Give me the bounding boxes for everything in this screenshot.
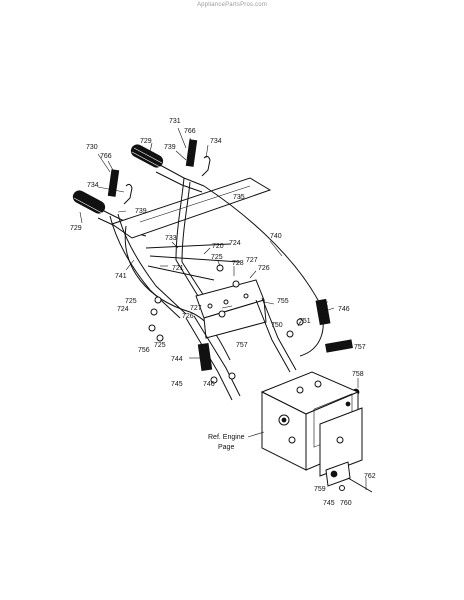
fasteners xyxy=(148,264,360,396)
part-label-724: 724 xyxy=(229,240,241,247)
part-label-745: 745 xyxy=(323,500,335,507)
part-label-725: 725 xyxy=(154,342,166,349)
part-label-762: 762 xyxy=(364,473,376,480)
hook-upper xyxy=(201,155,211,177)
part-label-721: 721 xyxy=(172,265,184,272)
part-label-741: 741 xyxy=(115,273,127,280)
part-label-758: 758 xyxy=(352,371,364,378)
leader-lines xyxy=(79,127,367,490)
part-label-730: 730 xyxy=(86,144,98,151)
part-label-734: 734 xyxy=(87,182,99,189)
rod-721 xyxy=(147,265,215,281)
part-label-725: 725 xyxy=(125,298,137,305)
part-label-726: 726 xyxy=(182,313,194,320)
hook-lower xyxy=(123,183,133,205)
part-label-757: 757 xyxy=(236,342,248,349)
part-label-735: 735 xyxy=(233,194,245,201)
part-label-744: 744 xyxy=(171,356,183,363)
part-label-727: 727 xyxy=(190,305,202,312)
part-label-731: 731 xyxy=(169,118,181,125)
part-label-746: 746 xyxy=(203,381,215,388)
cable-741 xyxy=(124,225,231,361)
part-label-745: 745 xyxy=(171,381,183,388)
watermark: AppliancePartsPros.com xyxy=(196,2,268,8)
spring-746-right xyxy=(315,298,331,326)
part-label-740: 740 xyxy=(270,233,282,240)
part-label-728: 728 xyxy=(232,260,244,267)
part-label-746: 746 xyxy=(338,306,350,313)
upper-handle-right xyxy=(175,177,199,297)
part-label-734: 734 xyxy=(210,138,222,145)
part-label-724: 724 xyxy=(117,306,129,313)
part-label-756: 756 xyxy=(138,347,150,354)
part-label-729: 729 xyxy=(70,225,82,232)
spring-744 xyxy=(197,342,213,372)
part-label-733: 733 xyxy=(165,235,177,242)
part-label-766: 766 xyxy=(184,128,196,135)
part-label-726: 726 xyxy=(258,265,270,272)
part-label-750: 750 xyxy=(271,322,283,329)
part-label-739: 739 xyxy=(164,144,176,151)
part-label-720: 720 xyxy=(212,243,224,250)
part-label-759: 759 xyxy=(314,486,326,493)
part-label-757: 757 xyxy=(354,344,366,351)
part-label-727: 727 xyxy=(246,257,258,264)
rod-720 xyxy=(149,255,241,263)
control-lever-upper xyxy=(185,139,198,167)
lower-handle-right xyxy=(255,299,291,373)
part-label-766: 766 xyxy=(100,153,112,160)
upper-handle-left xyxy=(109,215,181,319)
part-label-739: 739 xyxy=(135,208,147,215)
part-label-725: 725 xyxy=(211,254,223,261)
ref-engine-line2: Page xyxy=(218,444,234,451)
cable-740 xyxy=(203,185,324,357)
lower-bracket xyxy=(325,461,373,493)
rod-733 xyxy=(145,243,231,249)
control-lever-lower xyxy=(107,169,120,197)
lower-handle-left xyxy=(185,317,233,401)
ref-engine-line1: Ref. Engine xyxy=(208,434,245,441)
part-label-755: 755 xyxy=(277,298,289,305)
part-label-729: 729 xyxy=(140,138,152,145)
part-label-751: 751 xyxy=(299,318,311,325)
part-label-760: 760 xyxy=(340,500,352,507)
